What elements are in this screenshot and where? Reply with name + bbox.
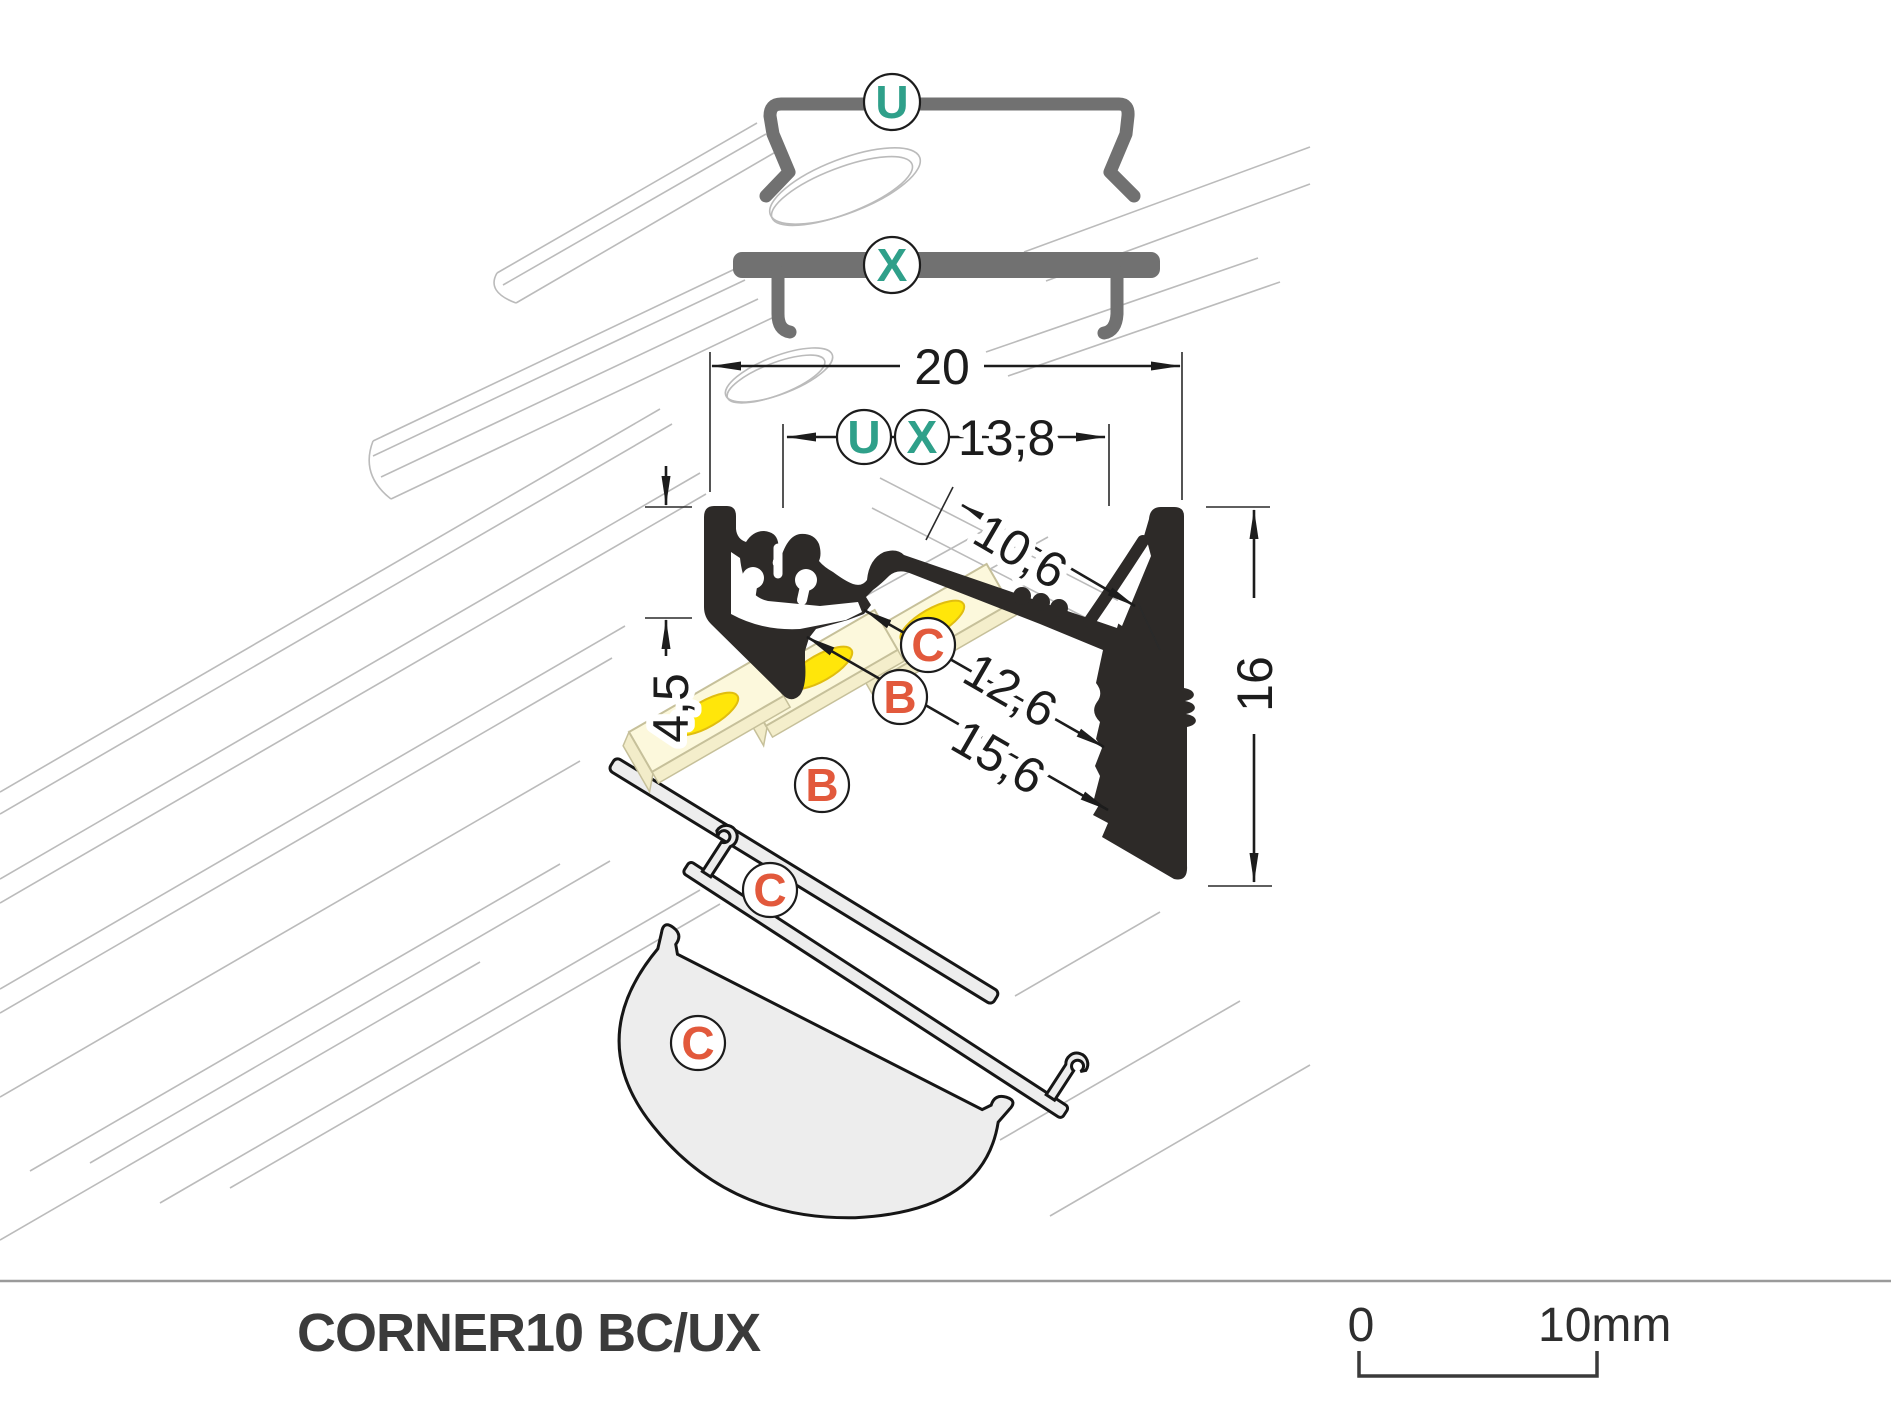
dim-total-height: 16: [1227, 656, 1283, 712]
label-cover-b: B: [793, 756, 851, 814]
dim-top-offset: 4,5: [643, 673, 699, 743]
label-u-text: U: [847, 411, 880, 463]
label-c-text: C: [911, 619, 944, 671]
led-emitter: [673, 691, 740, 737]
label-b-text: B: [805, 759, 838, 811]
label-plate-x-small: X: [893, 408, 951, 466]
label-bracket-u: U: [862, 72, 922, 132]
label-x-text: X: [877, 239, 908, 291]
label-cover-c-round: C: [669, 1014, 727, 1072]
dimension-total-height: 16: [1206, 506, 1290, 887]
label-b-text: B: [883, 671, 916, 723]
label-cover-c-square: C: [741, 861, 799, 919]
cover-c-round: [617, 923, 1015, 1220]
led-strip-module: [622, 654, 792, 794]
label-cover-b-dim: B: [871, 668, 929, 726]
cover-c-square: [682, 823, 1090, 1119]
label-u-text: U: [875, 76, 908, 128]
dim-inner-width: 13,8: [958, 410, 1055, 466]
label-x-text: X: [907, 411, 938, 463]
scale-end-label: 10mm: [1538, 1299, 1671, 1352]
label-plate-x: X: [862, 235, 922, 295]
bracket-u: [759, 97, 1141, 203]
dim-total-width: 20: [914, 339, 970, 395]
scale-start-label: 0: [1348, 1299, 1375, 1352]
label-c-text: C: [753, 864, 786, 916]
ghost-lines: [0, 122, 1311, 1241]
scale-bar-bracket: [1357, 1351, 1599, 1378]
label-bracket-u-small: U: [835, 408, 893, 466]
scale-bar: 0 10mm: [1348, 1299, 1671, 1378]
dimension-total-width: 20: [709, 332, 1183, 500]
dimension-top-offset: 4,5: [636, 466, 706, 750]
dimension-inner-width: 13,8: [782, 403, 1110, 508]
label-c-text: C: [681, 1017, 714, 1069]
plate-x: [733, 252, 1160, 340]
product-title: CORNER10 BC/UX: [297, 1303, 761, 1363]
label-cover-c-dim: C: [899, 616, 957, 674]
cover-b-flat: [608, 757, 1000, 1005]
